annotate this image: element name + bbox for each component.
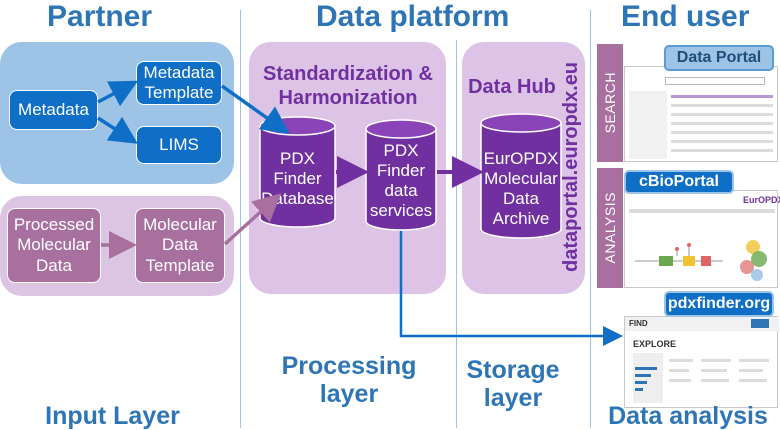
pdxfinder-list-line <box>739 359 769 362</box>
data-hub-title: Data Hub <box>468 76 556 98</box>
partner-header: Partner <box>47 0 153 33</box>
input-layer-label: Input Layer <box>45 402 180 430</box>
cbioportal-brand: EurOPDX <box>743 195 780 205</box>
data-portal-screenshot <box>624 66 778 162</box>
pdxfinder-bar <box>635 374 651 377</box>
processed-molecular-data-box: Processed Molecular Data <box>7 208 101 283</box>
pdxfinder-logo: FIND <box>629 319 648 328</box>
processing-layer-label: Processing layer <box>281 352 417 408</box>
metadata-template-box: Metadata Template <box>136 61 222 105</box>
pdxfinder-list-line <box>669 369 689 372</box>
lims-box: LIMS <box>136 126 222 164</box>
pdx-finder-database-label: PDX Finder Database <box>261 149 334 209</box>
search-side-label: SEARCH <box>597 44 623 162</box>
metadata-box: Metadata <box>9 90 98 130</box>
separator-right <box>590 10 591 428</box>
cbioportal-tag: cBioPortal <box>624 170 734 194</box>
pdxfinder-bar <box>635 367 657 370</box>
pdxfinder-bar <box>635 388 643 391</box>
data-analysis-label: Data analysis <box>608 402 768 430</box>
separator-left <box>240 10 241 428</box>
data-portal-row <box>671 104 773 107</box>
pdxfinder-tag: pdxfinder.org <box>664 291 774 317</box>
pdx-finder-data-services-label: PDX Finder data services <box>369 141 433 221</box>
data-portal-table-header <box>671 95 773 98</box>
dataportal-url: dataportal.europdx.eu <box>560 61 582 273</box>
cbioportal-screenshot: EurOPDX <box>624 190 780 288</box>
analysis-side-label: ANALYSIS <box>597 168 623 288</box>
europdx-archive-label: EurOPDX Molecular Data Archive <box>483 149 559 229</box>
pdxfinder-list-line <box>669 379 691 382</box>
pdxfinder-list-line <box>701 379 729 382</box>
data-portal-tag: Data Portal <box>664 45 774 71</box>
data-portal-row <box>671 122 773 125</box>
pdxfinder-screenshot: FIND EXPLORE <box>624 316 779 408</box>
search-label: SEARCH <box>602 72 618 134</box>
pdxfinder-nav <box>625 317 779 331</box>
analysis-label: ANALYSIS <box>602 192 618 264</box>
end-user-header: End user <box>621 0 750 33</box>
europdx-molecular-data-archive: EurOPDX Molecular Data Archive <box>480 113 562 239</box>
molecular-data-template-box: Molecular Data Template <box>135 208 225 283</box>
pdxfinder-bar <box>635 381 647 384</box>
pdxfinder-list-line <box>669 359 693 362</box>
data-portal-row <box>671 149 773 152</box>
storage-layer-label: Storage layer <box>466 356 560 412</box>
cbioportal-plot <box>635 240 767 281</box>
data-portal-row <box>671 140 773 143</box>
pdx-finder-data-services: PDX Finder data services <box>365 119 437 231</box>
cbioportal-nav <box>629 209 775 213</box>
data-portal-row <box>671 131 773 134</box>
pdxfinder-explore: EXPLORE <box>633 339 677 349</box>
pdxfinder-search-button <box>751 319 769 328</box>
pdx-finder-database: PDX Finder Database <box>259 116 336 228</box>
pdxfinder-list-line <box>739 379 767 382</box>
standardization-title: Standardization & Harmonization <box>262 63 433 109</box>
data-portal-search-field <box>665 77 765 85</box>
pdxfinder-chart-panel <box>633 353 663 403</box>
data-platform-header: Data platform <box>316 0 510 33</box>
pdxfinder-list-line <box>701 359 731 362</box>
data-portal-row <box>671 113 773 116</box>
pdxfinder-list-line <box>739 369 763 372</box>
data-portal-filter-panel <box>629 91 667 159</box>
pdxfinder-list-line <box>701 369 727 372</box>
